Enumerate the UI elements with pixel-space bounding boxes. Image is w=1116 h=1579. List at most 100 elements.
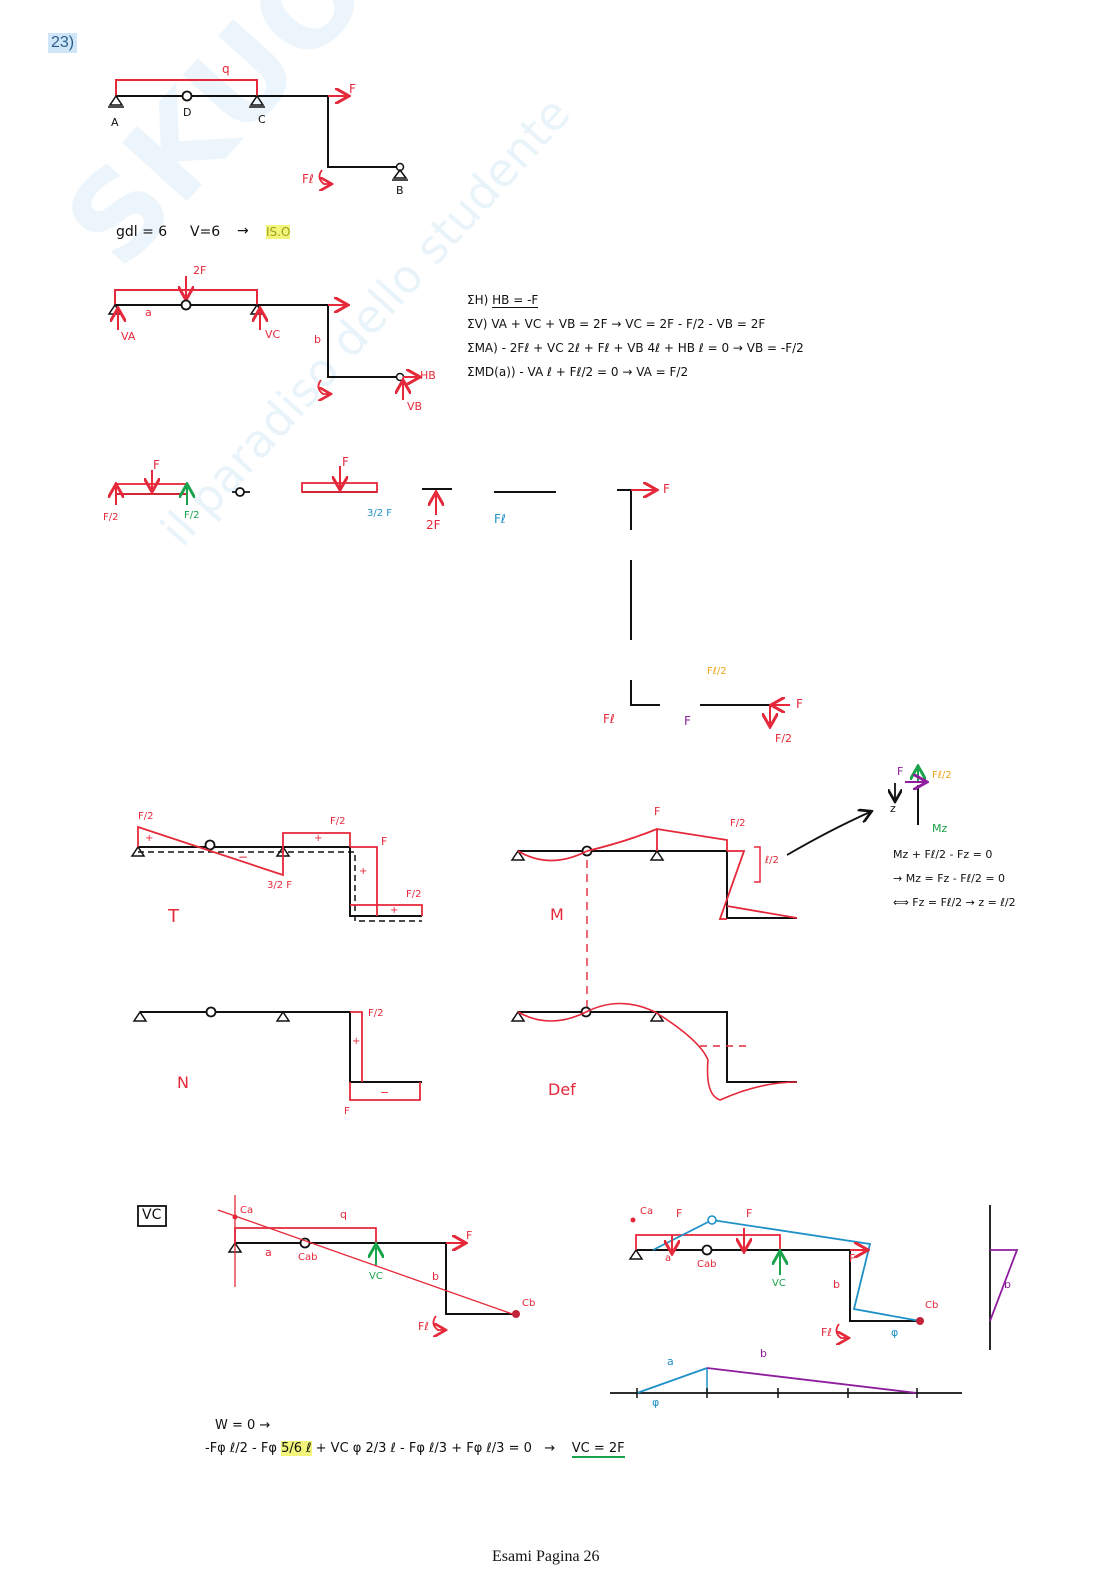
label-node-A: A — [111, 116, 119, 129]
structure-original — [108, 79, 408, 184]
label-q: q — [222, 62, 230, 76]
support-B — [392, 162, 408, 181]
diagram-label: F — [344, 1106, 350, 1117]
diagram-label: F/2 — [138, 811, 154, 822]
pvw-label: b — [760, 1347, 767, 1360]
eq-lhs: ΣMA) — [467, 341, 498, 355]
label-node-B: B — [396, 184, 404, 197]
work-equation-header: W = 0 → — [215, 1418, 271, 1433]
diagram-label: F/2 — [730, 818, 746, 829]
piece-label: F — [342, 455, 349, 469]
label-VC: VC — [265, 328, 281, 341]
diagram-label: + — [390, 905, 399, 916]
dof-result-isostatic: IS.O — [266, 225, 291, 239]
dof-v: V=6 — [190, 224, 221, 240]
pvw-label: Ca — [640, 1206, 654, 1217]
section-label-Fl2: Fℓ/2 — [932, 770, 952, 781]
label-resultant-2F: 2F — [193, 264, 207, 277]
piece-label: F — [153, 458, 160, 472]
pvw-label: Fℓ — [821, 1326, 832, 1339]
label-beam-a: a — [145, 306, 152, 319]
virtual-work-right — [610, 1205, 1019, 1398]
pvw-label: F — [676, 1207, 683, 1220]
work-term-arrow: → — [544, 1441, 556, 1456]
pvw-label: φ — [652, 1396, 660, 1409]
section-equation-2: → Mz = Fz - Fℓ/2 = 0 — [893, 872, 1006, 885]
diagram-N-title: N — [177, 1073, 189, 1092]
pvw-label: b — [432, 1270, 439, 1283]
work-term: + VC φ 2/3 ℓ - Fφ ℓ/3 + Fφ ℓ/3 = 0 — [315, 1441, 532, 1456]
pvw-label: VC — [369, 1271, 383, 1282]
label-force-F: F — [349, 82, 356, 96]
diagram-label: F/2 — [368, 1008, 384, 1019]
diagram-N — [132, 1006, 422, 1101]
diagram-label: F — [654, 805, 661, 818]
diagram-label: ℓ/2 — [765, 855, 779, 866]
eq-lhs: ΣMD(a)) — [467, 365, 516, 379]
work-term-highlighted: 5/6 ℓ — [281, 1441, 312, 1456]
section-label-z: z — [890, 802, 896, 815]
piece-label: F/2 — [103, 512, 119, 523]
work-result: VC = 2F — [571, 1441, 625, 1458]
section-check-sketch — [786, 768, 925, 856]
eq-lhs: ΣH) — [467, 293, 489, 307]
pvw-label: F — [849, 1252, 856, 1265]
piece-label: F/2 — [184, 510, 200, 521]
hinge-D — [181, 90, 193, 102]
piece-label: Fℓ — [603, 712, 615, 726]
diagram-M-title: M — [550, 905, 564, 924]
label-moment-Fl: Fℓ — [302, 172, 314, 186]
label-node-C: C — [258, 113, 266, 126]
equation-sum-md: ΣMD(a)) - VA ℓ + Fℓ/2 = 0 → VA = F/2 — [467, 365, 688, 379]
piece-label: 3/2 F — [367, 508, 393, 519]
section-equation-3: ⟺ Fz = Fℓ/2 → z = ℓ/2 — [893, 896, 1016, 909]
piece-label: F — [663, 482, 670, 496]
diagram-label: + — [359, 866, 368, 877]
eq-rhs: VA + VC + VB = 2F → VC = 2F - F/2 - VB =… — [491, 317, 766, 331]
eq-rhs: - 2Fℓ + VC 2ℓ + Fℓ + VB 4ℓ + HB ℓ = 0 → … — [501, 341, 804, 355]
diagram-label: − — [238, 850, 249, 864]
pvw-label: Cb — [925, 1300, 939, 1311]
diagram-label: F — [381, 835, 388, 848]
pvw-label: b — [1004, 1278, 1011, 1291]
section-equation-1: Mz + Fℓ/2 - Fz = 0 — [893, 848, 993, 861]
section-label-Mz: Mz — [932, 822, 948, 835]
pvw-label: Cb — [522, 1298, 536, 1309]
equation-sum-ma: ΣMA) - 2Fℓ + VC 2ℓ + Fℓ + VB 4ℓ + HB ℓ =… — [467, 341, 804, 355]
equation-sum-h: ΣH) HB = -F — [467, 293, 539, 308]
label-beam-b: b — [314, 333, 321, 346]
diagram-deformed — [510, 1002, 798, 1101]
diagram-T-title: T — [168, 906, 179, 927]
label-VA: VA — [121, 330, 136, 343]
piece-label: 2F — [426, 518, 441, 532]
pvw-box-label: VC — [142, 1207, 162, 1223]
equilibrium-pieces — [116, 466, 790, 725]
diagram-T — [130, 825, 423, 922]
piece-label: F — [684, 714, 691, 728]
eq-rhs: - VA ℓ + Fℓ/2 = 0 → VA = F/2 — [519, 365, 689, 379]
piece-label: Fℓ — [494, 512, 506, 526]
section-label-F: F — [897, 765, 904, 778]
pvw-label: Fℓ — [418, 1320, 429, 1333]
exercise-number: 23) — [48, 33, 78, 53]
diagram-label: + — [352, 1036, 361, 1047]
pvw-label: q — [340, 1208, 347, 1221]
eq-rhs: HB = -F — [492, 293, 539, 308]
piece-label: F/2 — [775, 732, 793, 745]
label-VB: VB — [407, 400, 423, 413]
label-HB: HB — [420, 369, 436, 382]
diagram-label: F/2 — [406, 889, 422, 900]
pvw-label: Ca — [240, 1205, 254, 1216]
label-node-D: D — [183, 106, 192, 119]
diagram-label: − — [380, 1086, 390, 1099]
dof-arrow: → — [237, 223, 249, 239]
moment-Fl-arrow — [318, 169, 330, 184]
diagram-label: + — [145, 833, 154, 844]
pvw-label: a — [665, 1253, 672, 1264]
work-term: - Fφ — [252, 1441, 277, 1456]
support-A — [108, 94, 124, 108]
diagram-label: 3/2 F — [267, 880, 293, 891]
equation-sum-v: ΣV) VA + VC + VB = 2F → VC = 2F - F/2 - … — [467, 317, 765, 331]
work-equation: -Fφ ℓ/2 - Fφ 5/6 ℓ + VC φ 2/3 ℓ - Fφ ℓ/3… — [205, 1441, 625, 1458]
